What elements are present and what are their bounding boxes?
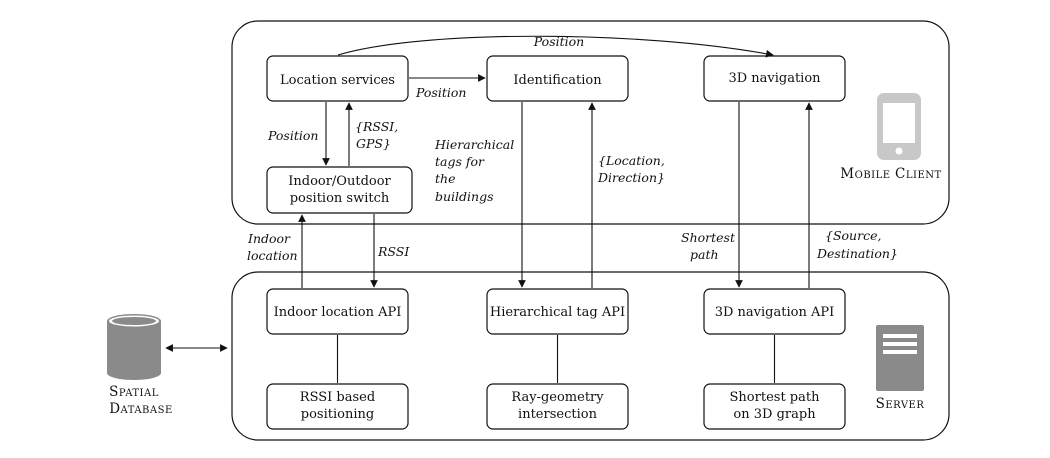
edge-label-tags-2: tags for (435, 154, 485, 169)
edge-label-source-destination-2: Destination} (816, 246, 898, 261)
rssi-positioning-label-2: positioning (301, 407, 374, 422)
indoor-location-api-label: Indoor location API (274, 305, 402, 320)
edge-label-indoor-location-2: location (247, 248, 298, 263)
ray-geometry-box (486, 383, 629, 430)
3d-navigation-box (703, 55, 846, 102)
server-icon (876, 325, 924, 391)
indoor-location-api-box (266, 288, 409, 335)
shortest-path-label-1: Shortest path (730, 390, 821, 405)
edge-label-position-left: Position (267, 128, 318, 143)
shortest-path-box (703, 383, 846, 430)
edge-label-tags-1: Hierarchical (434, 137, 514, 152)
3d-navigation-api-box (703, 288, 846, 335)
mobile-phone-icon (877, 93, 921, 160)
edge-label-position-mid: Position (415, 85, 466, 100)
edge-label-tags-3: the (435, 171, 455, 186)
server-label: SERVER (876, 396, 925, 412)
edge-label-tags-4: buildings (435, 189, 494, 204)
edge-label-shortest-path-1: Shortest (681, 230, 736, 245)
shortest-path-label-2: on 3D graph (733, 407, 816, 422)
3d-navigation-label: 3D navigation (728, 71, 821, 86)
hierarchical-tag-api-box (486, 288, 629, 335)
position-switch-box (266, 166, 413, 214)
mobile-client-label: MOBILE CLIENT (840, 166, 941, 182)
spatial-database-label-1: SPATIAL (109, 384, 159, 400)
edge-label-rssi-gps-1: {RSSI, (355, 119, 398, 134)
hierarchical-tag-api-label: Hierarchical tag API (490, 305, 625, 320)
rssi-positioning-label-1: RSSI based (300, 390, 375, 405)
edge-location-to-3dnav (337, 35, 774, 58)
position-switch-label-2: position switch (290, 191, 390, 206)
edge-label-shortest-path-2: path (690, 247, 719, 262)
edge-label-location-direction-1: {Location, (598, 153, 665, 168)
location-services-box (266, 55, 409, 102)
ray-geometry-label-2: intersection (518, 407, 598, 422)
3d-navigation-api-label: 3D navigation API (715, 305, 835, 320)
location-services-label: Location services (280, 73, 395, 88)
edge-label-rssi: RSSI (377, 244, 410, 259)
edge-label-position-top: Position (533, 34, 584, 49)
rssi-positioning-box (266, 383, 409, 430)
position-switch-label-1: Indoor/Outdoor (288, 174, 391, 189)
identification-box (486, 55, 629, 102)
edge-label-rssi-gps-2: GPS} (356, 136, 391, 151)
edge-label-location-direction-2: Direction} (597, 170, 665, 185)
database-cylinder-icon (107, 314, 161, 380)
edge-label-source-destination-1: {Source, (825, 228, 881, 243)
edge-label-indoor-location-1: Indoor (247, 231, 291, 246)
identification-label: Identification (513, 73, 602, 88)
spatial-database-label-2: DATABASE (109, 401, 173, 417)
ray-geometry-label-1: Ray-geometry (511, 390, 604, 405)
